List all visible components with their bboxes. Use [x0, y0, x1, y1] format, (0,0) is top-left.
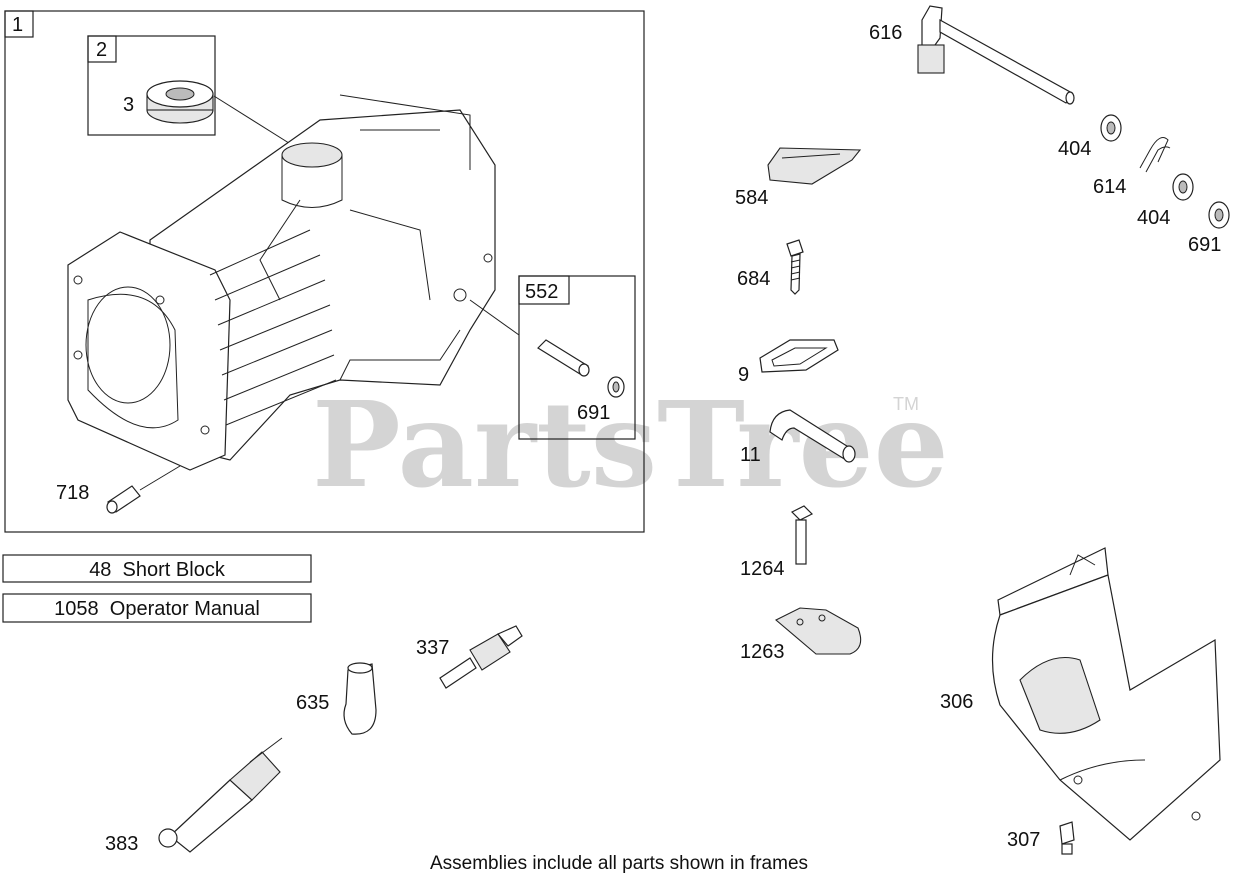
- part-1263[interactable]: [775, 607, 862, 655]
- frame-2-tag: 2: [96, 39, 107, 61]
- assembly-operator-manual-text: 1058 Operator Manual: [54, 598, 260, 620]
- part-383[interactable]: [158, 737, 283, 853]
- label-404-a: 404: [1058, 138, 1091, 160]
- frame-1-tag-box: [4, 10, 34, 38]
- label-307: 307: [1007, 829, 1040, 851]
- part-616[interactable]: [917, 5, 1075, 105]
- label-383: 383: [105, 833, 138, 855]
- part-11[interactable]: [769, 409, 856, 463]
- frame-552-tag-box: [518, 275, 570, 305]
- watermark: PartsTree TM: [312, 375, 949, 514]
- footer-note: Assemblies include all parts shown in fr…: [429, 853, 809, 874]
- label-552-691: 691: [577, 402, 610, 424]
- part-306[interactable]: [991, 547, 1221, 841]
- label-404-b: 404: [1137, 207, 1170, 229]
- label-337: 337: [416, 637, 449, 659]
- label-684: 684: [737, 268, 770, 290]
- part-691[interactable]: [1208, 201, 1230, 229]
- oil-seal-part[interactable]: [146, 80, 214, 124]
- part-584[interactable]: [767, 147, 862, 185]
- frame-1-tag: 1: [12, 14, 23, 36]
- frame-1-border: [4, 10, 645, 533]
- part-404-b[interactable]: [1172, 173, 1194, 201]
- assembly-short-block-text: 48 Short Block: [89, 559, 226, 581]
- label-3: 3: [123, 94, 134, 116]
- frame-2-border: [87, 35, 216, 136]
- label-11: 11: [740, 444, 761, 466]
- leader-3: [213, 95, 301, 151]
- watermark-trademark: TM: [893, 394, 919, 414]
- assembly-box-operator-manual[interactable]: 1058 Operator Manual: [2, 593, 312, 623]
- label-614: 614: [1093, 176, 1126, 198]
- part-404-a[interactable]: [1100, 114, 1122, 142]
- label-306: 306: [940, 691, 973, 713]
- watermark-brand: PartsTree: [312, 375, 949, 514]
- bearing-frame: 2 3: [87, 35, 301, 151]
- frame-552-border: [518, 275, 636, 440]
- part-614[interactable]: [1139, 137, 1171, 173]
- assembly-box-short-block[interactable]: 48 Short Block: [2, 554, 312, 583]
- part-9[interactable]: [759, 339, 839, 373]
- label-584: 584: [735, 187, 768, 209]
- washer-691-frame-part[interactable]: [607, 376, 625, 398]
- short-block-frame: 1: [4, 10, 645, 533]
- part-307[interactable]: [1059, 821, 1075, 855]
- leader-552: [469, 299, 520, 336]
- label-1264: 1264: [740, 558, 785, 580]
- engine-block-part[interactable]: [67, 94, 496, 471]
- label-1263: 1263: [740, 641, 785, 663]
- part-1264[interactable]: [790, 505, 814, 565]
- label-616: 616: [869, 22, 902, 44]
- label-635: 635: [296, 692, 329, 714]
- part-337[interactable]: [439, 625, 523, 689]
- part-684[interactable]: [786, 239, 804, 295]
- label-691: 691: [1188, 234, 1221, 256]
- dowel-pin-part[interactable]: [537, 339, 590, 377]
- label-9: 9: [738, 364, 749, 386]
- part-718[interactable]: [106, 465, 181, 514]
- part-635[interactable]: [343, 662, 377, 735]
- dowel-frame: 552 691: [469, 275, 636, 440]
- frame-552-tag: 552: [525, 281, 558, 303]
- frame-2-tag-box: [87, 35, 117, 63]
- label-718: 718: [56, 482, 89, 504]
